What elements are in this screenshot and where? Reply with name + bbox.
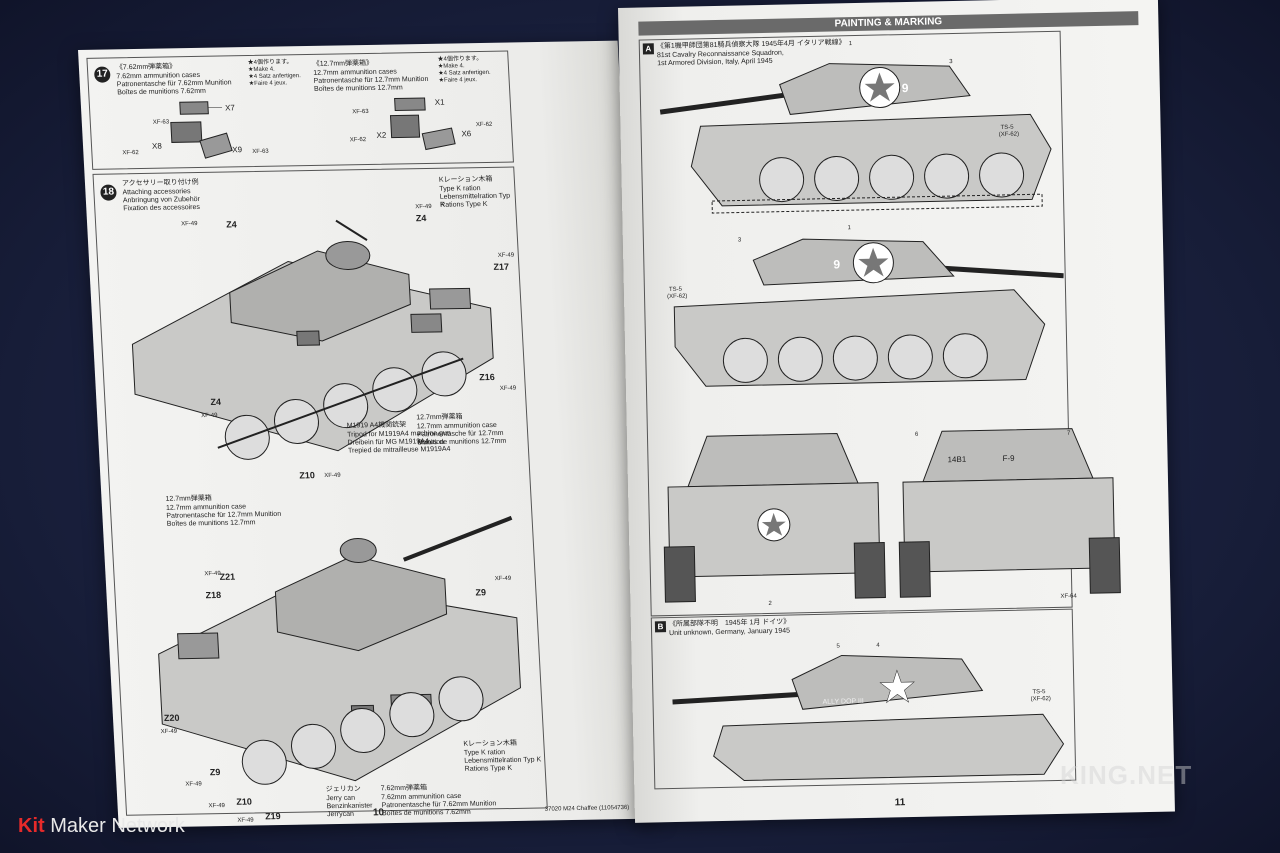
paint-xf49-e: XF-49	[201, 412, 218, 420]
tank-side-left-drawing: 9	[659, 63, 1052, 214]
k-ration-jp: Kレーション木箱	[438, 175, 493, 184]
paint-xf49-b: XF-49	[415, 203, 432, 211]
right-page: PAINTING & MARKING A 《第1機甲師団第81騎兵偵察大隊 19…	[545, 0, 1175, 823]
scheme-b-letter: B	[654, 621, 667, 633]
instruction-booklet: 17 《7.62mm弾薬箱》 7.62mm ammunition cases P…	[78, 0, 1175, 828]
label-z17: Z17	[493, 261, 510, 272]
part-x2: X2	[376, 130, 387, 140]
paint-xf62-c: XF-62	[475, 121, 493, 129]
paint-xf62-b: XF-62	[349, 137, 367, 144]
callout-3-a: 3	[949, 59, 953, 66]
jerry-jp: ジェリカン	[325, 785, 361, 794]
callout-6: 6	[914, 431, 919, 438]
callout-1-b: 1	[847, 225, 852, 232]
part-x1: X1	[434, 97, 445, 107]
step18-title-jp: アクセサリー取り付け例	[121, 178, 199, 188]
paint-xf49-d: XF-49	[499, 385, 517, 392]
paint-xf49-c: XF-49	[497, 252, 515, 259]
paint-xf63-a: XF-63	[152, 119, 170, 126]
callout-4: 4	[876, 642, 880, 649]
tank-side-b-drawing	[672, 654, 1065, 782]
paint-xf49-i: XF-49	[160, 728, 178, 736]
left-page-number: 10	[372, 807, 385, 819]
paint-xf49-h: XF-49	[494, 575, 512, 583]
site-watermark: KING.NET	[1060, 760, 1193, 790]
step17-box2-make4: ★Faire 4 jeux.	[438, 77, 478, 84]
tank-iso-front-drawing	[158, 515, 521, 785]
turret-text-f9: F-9	[1002, 453, 1015, 464]
label-z4-b: Z4	[415, 213, 427, 224]
kitmaker-logo-rest: Maker Network	[44, 815, 185, 837]
step18-panel: 18 アクセサリー取り付け例 Attaching accessories Anb…	[92, 166, 548, 824]
step17-box2-title: 《12.7mm弾薬箱》	[312, 59, 374, 68]
label-z4-c: Z4	[210, 396, 222, 407]
scheme-a-letter: A	[642, 43, 654, 55]
part-x9: X9	[232, 145, 243, 155]
right-page-number: 11	[894, 797, 906, 809]
paint-xf49-k: XF-49	[208, 803, 226, 810]
svg-text:9: 9	[902, 81, 909, 95]
step17-box2-line3: Boîtes de munitions 12.7mm	[313, 84, 403, 93]
jerry-line3: Jerrycan	[326, 810, 355, 819]
ammo-box-762-drawing	[170, 101, 233, 159]
part-x6: X6	[461, 129, 472, 139]
k-ration-lower-jp: Kレーション木箱	[463, 739, 518, 748]
left-page: 17 《7.62mm弾薬箱》 7.62mm ammunition cases P…	[78, 40, 659, 828]
label-z16: Z16	[478, 371, 495, 383]
label-z4-a: Z4	[225, 219, 237, 230]
scheme-a-xf62-b: (XF-62)	[667, 293, 688, 301]
tank-iso-rear-drawing	[131, 219, 494, 460]
paint-xf63-c: XF-63	[352, 108, 369, 116]
label-z19: Z19	[264, 811, 281, 822]
callout-5: 5	[836, 643, 840, 650]
tripod-jp: M1919 A4機関銃架	[346, 421, 407, 430]
tank-side-right-drawing: 9	[673, 238, 1064, 387]
ammo762-jp: 7.62mm弾薬箱	[380, 784, 428, 793]
callout-3-b: 3	[737, 237, 742, 244]
label-z9-a: Z9	[475, 587, 487, 598]
callout-7: 7	[1066, 430, 1071, 437]
kitmaker-logo-kit: Kit	[18, 815, 45, 837]
paint-xf49-j: XF-49	[185, 781, 202, 788]
step17-number: 17	[93, 66, 111, 83]
paint-xf49-l: XF-49	[237, 817, 254, 824]
kitmaker-logo: Kit Maker Network	[18, 815, 185, 838]
label-z10-b: Z10	[236, 796, 253, 807]
scheme-b-hull-text: ALLY DOP III	[822, 698, 864, 706]
step17-box1-title: 《7.62mm弾薬箱》	[115, 63, 177, 72]
paint-xf62-a: XF-62	[122, 150, 139, 157]
ammo-box-127-drawing	[389, 97, 456, 151]
step17-box1-line3: Boîtes de munitions 7.62mm	[117, 87, 207, 97]
hull-text-14b1: 14B1	[947, 454, 967, 465]
tank-rear-drawing	[898, 428, 1121, 598]
label-z21: Z21	[219, 571, 236, 582]
label-z20: Z20	[163, 712, 180, 724]
scheme-a-xf64: XF-64	[1060, 593, 1077, 600]
ammo127-jp: 12.7mm弾薬箱	[416, 413, 463, 422]
painting-marking-header: PAINTING & MARKING	[638, 11, 1139, 36]
step17-panel: 17 《7.62mm弾薬箱》 7.62mm ammunition cases P…	[86, 50, 514, 170]
label-z10-a: Z10	[299, 470, 316, 481]
k-ration-lower-line3: Rations Type K	[464, 764, 513, 773]
paint-xf49-g: XF-49	[204, 570, 221, 578]
callout-2: 2	[768, 600, 772, 607]
label-z9-b: Z9	[209, 767, 221, 778]
svg-text:9: 9	[833, 257, 840, 271]
paint-xf49-a: XF-49	[180, 221, 198, 228]
step18-number: 18	[100, 184, 117, 201]
part-x7: X7	[224, 103, 236, 113]
paint-xf63-b: XF-63	[252, 148, 269, 156]
tank-front-drawing	[663, 433, 886, 603]
scheme-a-xf62-a: (XF-62)	[998, 131, 1020, 139]
part-x8: X8	[151, 141, 163, 151]
paint-xf49-f: XF-49	[324, 472, 341, 480]
ammo762-line3: Boîtes de munitions 7.62mm	[381, 808, 471, 818]
step17-box1-make4: ★Faire 4 jeux.	[248, 80, 288, 88]
label-z18: Z18	[205, 589, 222, 601]
scheme-b-xf62: (XF-62)	[1030, 696, 1051, 703]
callout-1-a: 1	[848, 41, 853, 48]
